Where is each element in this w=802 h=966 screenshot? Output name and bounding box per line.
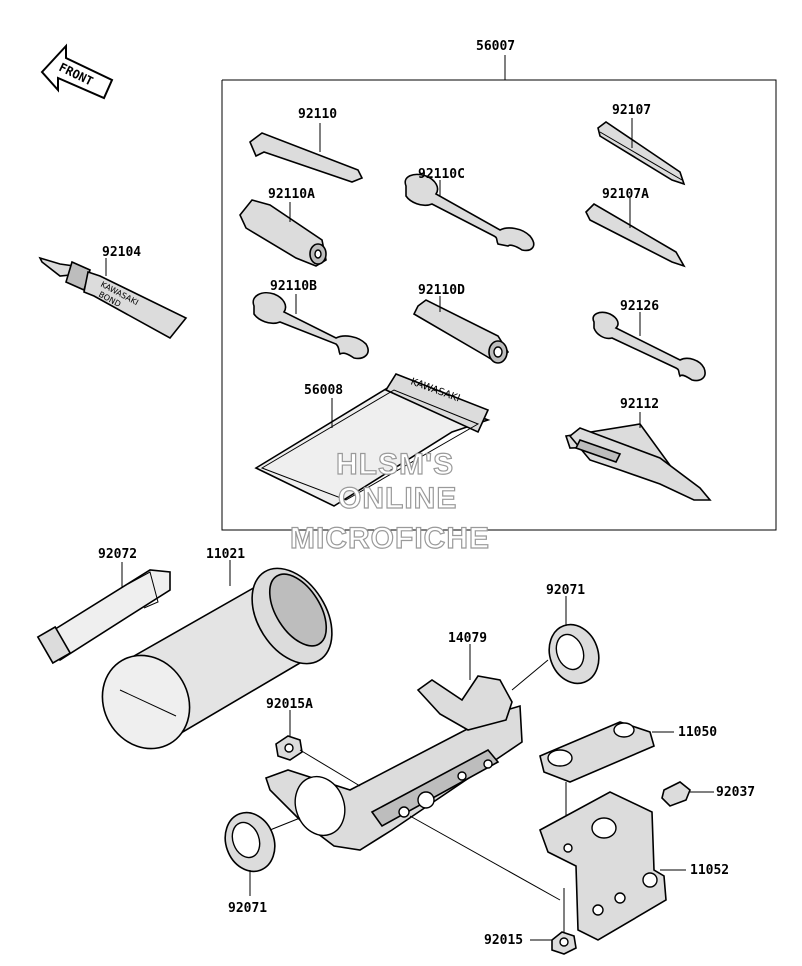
label-92071-left: 92071 — [228, 901, 267, 916]
label-92110a: 92110A — [268, 187, 315, 202]
hex-key-icon — [249, 123, 364, 183]
label-92071-right: 92071 — [546, 583, 585, 598]
strap-icon — [36, 562, 171, 665]
watermark-line1: HLSM'S — [336, 448, 454, 481]
label-92110d: 92110D — [418, 283, 465, 298]
main-bracket-icon — [264, 644, 523, 851]
label-92037: 92037 — [716, 785, 755, 800]
screwdriver-icon — [597, 118, 686, 186]
label-92112: 92112 — [620, 397, 659, 412]
watermark-line3: MICROFICHE — [290, 522, 490, 555]
plate-icon — [539, 721, 674, 836]
label-92110b: 92110B — [270, 279, 317, 294]
label-56008: 56008 — [304, 383, 343, 398]
bond-tube-icon: KAWASAKI BOND — [38, 256, 188, 340]
tool-pouch-icon: KAWASAKI — [254, 373, 491, 507]
open-wrench-b-icon — [252, 291, 369, 360]
label-92015a: 92015A — [266, 697, 313, 712]
label-14079: 14079 — [448, 631, 487, 646]
label-92107a: 92107A — [602, 187, 649, 202]
canister-icon — [101, 560, 333, 750]
label-92107: 92107 — [612, 103, 651, 118]
small-wrench-icon — [592, 311, 706, 382]
label-11050: 11050 — [678, 725, 717, 740]
pliers-icon — [564, 412, 712, 501]
nut-icon — [409, 815, 577, 955]
box-wrench-icon — [239, 199, 327, 267]
watermark: HLSM'S ONLINE MICROFICHE — [289, 447, 490, 555]
label-92072: 92072 — [98, 547, 137, 562]
screwdriver-bit-icon — [585, 198, 686, 268]
label-56007: 56007 — [476, 39, 515, 54]
watermark-line2: ONLINE — [338, 482, 457, 515]
grommet-left-icon — [224, 811, 301, 896]
open-wrench-c-icon — [404, 173, 535, 252]
label-11052: 11052 — [690, 863, 729, 878]
clip-icon — [661, 781, 714, 807]
tool-kit-box — [221, 55, 777, 531]
label-92110c: 92110C — [418, 167, 465, 182]
grommet-right-icon — [511, 596, 600, 691]
label-92015: 92015 — [484, 933, 523, 948]
small-bracket-icon — [539, 791, 686, 941]
front-arrow-icon: FRONT — [40, 43, 114, 100]
label-11021: 11021 — [206, 547, 245, 562]
label-92104: 92104 — [102, 245, 141, 260]
socket-icon — [412, 296, 510, 364]
nut-a-icon — [275, 710, 361, 787]
label-92126: 92126 — [620, 299, 659, 314]
label-92110: 92110 — [298, 107, 337, 122]
